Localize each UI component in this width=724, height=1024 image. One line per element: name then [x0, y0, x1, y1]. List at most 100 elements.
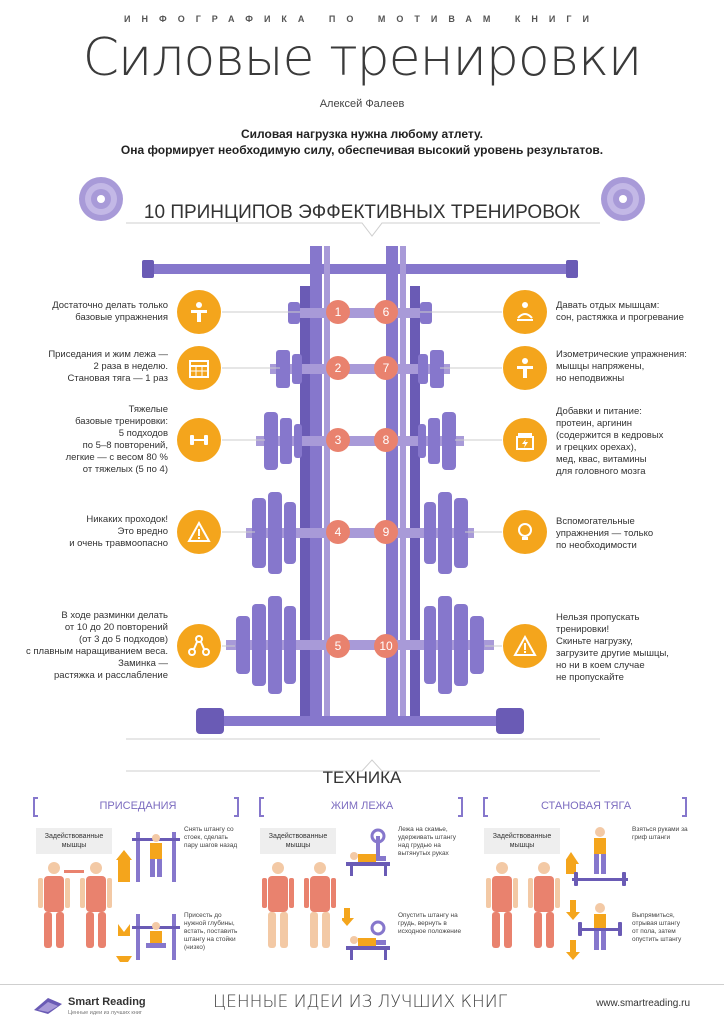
title-divider: [126, 222, 600, 237]
connector-lines: [222, 311, 502, 647]
principle-line: Изометрические упражнения:: [556, 349, 687, 360]
warning-icon: [503, 624, 547, 668]
principle-line: Скиньте нагрузку,: [556, 636, 633, 647]
principle-line: от тяжелых (5 по 4): [82, 464, 168, 475]
bench-step-1-text: Лежа на скамье, удерживать штангу над гр…: [398, 826, 457, 857]
principle-line: мышцы напряжены,: [556, 361, 645, 372]
principle-line: Это вредно: [117, 526, 168, 537]
brand-name: Smart Reading: [68, 996, 146, 1008]
principle-line: тренировки!: [556, 624, 610, 635]
number-badge: 9: [374, 520, 398, 544]
principle-line: Заминка —: [118, 658, 168, 669]
number-badge: 3: [326, 428, 350, 452]
weight-plate-icon: [79, 177, 123, 221]
lead-line-1: Силовая нагрузка нужна любому атлету.: [240, 127, 483, 141]
author: Алексей Фалеев: [319, 98, 405, 110]
number-badge: 7: [374, 356, 398, 380]
principle-line: от 10 до 20 повторений: [64, 622, 168, 633]
principle-line: Добавки и питание:: [556, 406, 642, 417]
principle-line: и грецких орехах),: [556, 442, 637, 453]
muscle-figures: [486, 862, 560, 948]
principle-10-text: Нельзя пропускать тренировки! Скиньте на…: [556, 612, 720, 684]
principle-line: 2 раза в неделю.: [93, 361, 169, 372]
weight-plate-icon: [601, 177, 645, 221]
muscles-label: Задействованные мышцы: [484, 828, 560, 854]
principle-line: загрузите другие мышцы,: [556, 648, 669, 659]
deadlift-step-2-text: Выпрямиться, отрывая штангу от пола, зат…: [632, 912, 682, 943]
share-nodes-icon: [177, 624, 221, 668]
principle-line: Давать отдых мышцам:: [556, 300, 660, 311]
muscles-label: Задействованные мышцы: [36, 828, 112, 854]
person-static-icon: [503, 346, 547, 390]
principle-4-text: Никаких проходок! Это вредно и очень тра…: [10, 514, 168, 550]
number-badge: 6: [374, 300, 398, 324]
footer-slogan: ЦЕННЫЕ ИДЕИ ИЗ ЛУЧШИХ КНИГ: [212, 992, 508, 1012]
page-title: Силовые тренировки: [82, 28, 643, 88]
warning-icon: [177, 510, 221, 554]
principle-line: но ни в коем случае: [556, 660, 645, 671]
principle-line: (от 3 до 5 подходов): [78, 634, 168, 645]
principle-line: базовые упражнения: [75, 312, 168, 323]
principle-line: упражнения — только: [556, 528, 654, 539]
person-arms-icon: [177, 290, 221, 334]
principle-5-text: В ходе разминки делать от 10 до 20 повто…: [10, 610, 168, 682]
bench-step-2-illustration: [342, 908, 390, 960]
squat-step-2-text: Присесть до нужной глубины, встать, пост…: [184, 912, 238, 951]
principle-line: базовые тренировки:: [75, 416, 168, 427]
dumbbell-icon: [177, 418, 221, 462]
squat-step-1-text: Снять штангу со стоек, сделать пару шаго…: [184, 826, 238, 849]
meditation-icon: [503, 290, 547, 334]
principle-7-text: Изометрические упражнения: мышцы напряже…: [556, 349, 720, 385]
squat-step-1-illustration: [116, 832, 180, 882]
principle-line: но неподвижны: [556, 373, 625, 384]
principle-line: растяжка и расслабление: [54, 670, 168, 681]
deadlift-step-1-text: Взяться руками за гриф штанги: [632, 826, 688, 841]
principle-8-text: Добавки и питание: протеин, аргинин (сод…: [556, 406, 720, 478]
principle-line: легкие — с весом 80 %: [65, 452, 168, 463]
principle-line: с плавным наращиванием веса.: [26, 646, 168, 657]
principle-line: мед, квас, витамины: [556, 454, 647, 465]
principle-line: В ходе разминки делать: [61, 610, 168, 621]
number-badge: 1: [326, 300, 350, 324]
lightbulb-icon: [503, 510, 547, 554]
supplement-jar-icon: [503, 418, 547, 462]
principle-2-text: Приседания и жим лежа — 2 раза в неделю.…: [10, 349, 168, 385]
tech-title-squat: ПРИСЕДАНИЯ: [99, 800, 177, 812]
column-brackets: [33, 797, 687, 817]
smart-reading-logo-icon: [34, 998, 62, 1014]
number-badge: 4: [326, 520, 350, 544]
principle-line: Достаточно делать только: [52, 300, 168, 311]
principle-line: не пропускайте: [556, 672, 624, 683]
brand-tagline: Ценные идеи из лучших книг: [68, 1010, 142, 1016]
footer-url[interactable]: www.smartreading.ru: [596, 998, 690, 1009]
principle-line: (содержится в кедровых: [556, 430, 664, 441]
calendar-icon: [177, 346, 221, 390]
bench-step-1-illustration: [346, 828, 390, 876]
muscles-label: Задействованные мышцы: [260, 828, 336, 854]
footer-divider: [0, 984, 724, 985]
principle-line: сон, растяжка и прогревание: [556, 312, 684, 323]
principle-line: Вспомогательные: [556, 516, 635, 527]
squat-step-2-illustration: [116, 914, 180, 962]
technique-title: ТЕХНИКА: [322, 768, 402, 787]
principle-6-text: Давать отдых мышцам: сон, растяжка и про…: [556, 300, 720, 324]
muscle-figures: [38, 862, 112, 948]
principle-line: протеин, аргинин: [556, 418, 632, 429]
lead-text: Силовая нагрузка нужна любому атлету. Он…: [0, 126, 724, 158]
principle-line: Никаких проходок!: [86, 514, 168, 525]
tech-title-deadlift: СТАНОВАЯ ТЯГА: [540, 800, 632, 812]
principle-line: и очень травмоопасно: [69, 538, 168, 549]
muscle-figures: [262, 862, 336, 948]
deadlift-step-2-illustration: [566, 900, 622, 960]
bench-step-2-text: Опустить штангу на грудь, вернуть в исхо…: [398, 912, 462, 935]
lead-line-2: Она формирует необходимую силу, обеспечи…: [120, 143, 604, 157]
principle-line: Тяжелые: [128, 404, 168, 415]
principle-line: Приседания и жим лежа —: [48, 349, 168, 360]
principle-line: 5 подходов: [118, 428, 168, 439]
principle-line: для головного мозга: [556, 466, 646, 477]
principle-3-text: Тяжелые базовые тренировки: 5 подходов п…: [10, 404, 168, 476]
tech-title-bench: ЖИМ ЛЕЖА: [330, 800, 394, 812]
number-badge: 8: [374, 428, 398, 452]
barbell-rack: [142, 246, 578, 734]
number-badge: 5: [326, 634, 350, 658]
